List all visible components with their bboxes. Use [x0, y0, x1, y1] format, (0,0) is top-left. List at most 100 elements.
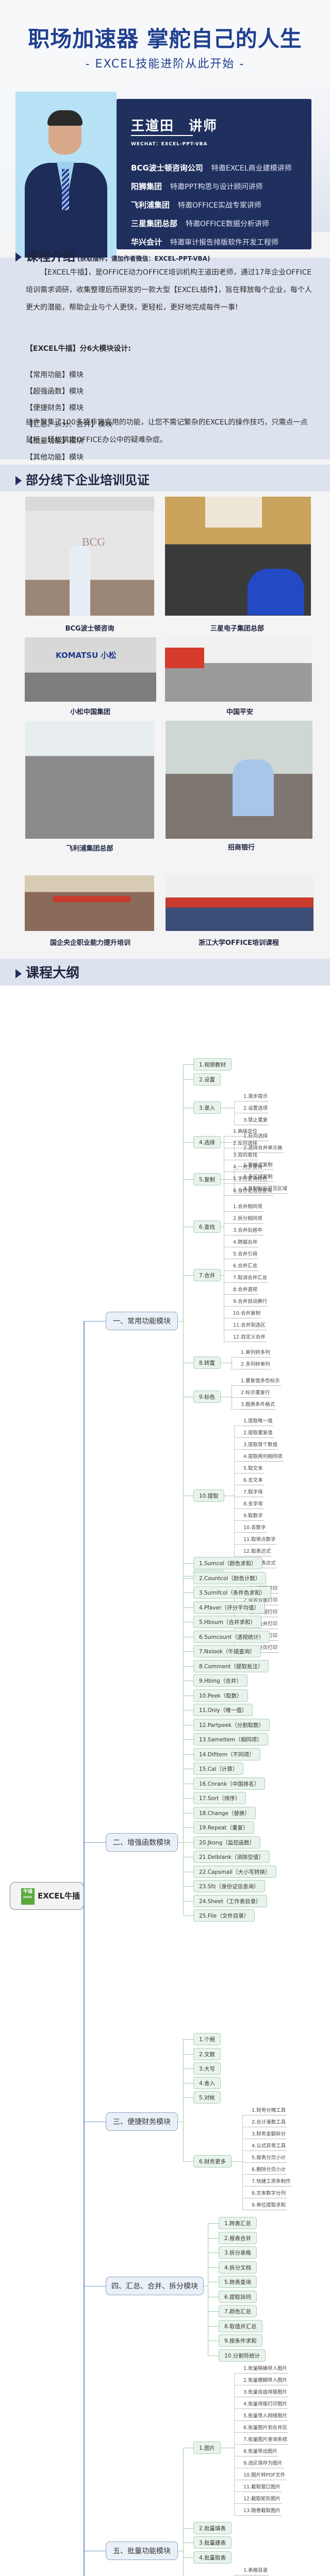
- submodule-node[interactable]: 11.Only（唯一值）: [193, 1704, 253, 1716]
- submodule-node[interactable]: 8.取值并汇总: [219, 2319, 262, 2332]
- submodule-node[interactable]: 14.Difitem（不同项）: [193, 1748, 260, 1760]
- submodule-node[interactable]: 8.Comment（提取批注）: [193, 1659, 269, 1672]
- submodule-node[interactable]: 2.报表合并: [219, 2231, 257, 2244]
- feature-item[interactable]: 7.取消合并汇总: [232, 1275, 269, 1283]
- feature-item[interactable]: 2.合计凑数工具: [251, 2119, 287, 2127]
- module-node[interactable]: 四、汇总、合并、拆分模块: [106, 2277, 204, 2295]
- feature-item[interactable]: 1.财务分摊工具: [251, 2107, 287, 2115]
- feature-item[interactable]: 2.拆分相同项: [232, 1215, 263, 1224]
- submodule-node[interactable]: 1.跨表汇总: [219, 2217, 257, 2229]
- submodule-node[interactable]: 4.拆分文档: [219, 2261, 257, 2274]
- feature-item[interactable]: 1.高级定位: [232, 1128, 259, 1137]
- submodule-node[interactable]: 20.Jkong（监控函数）: [193, 1836, 261, 1849]
- feature-item[interactable]: 4.跨越合并: [232, 1239, 259, 1247]
- submodule-node[interactable]: 1.视频教材: [193, 1058, 232, 1071]
- submodule-node[interactable]: 16.Cnrank（中国排名）: [193, 1777, 266, 1790]
- feature-item[interactable]: 11.合并到选区: [232, 1322, 267, 1330]
- submodule-node[interactable]: 10.Peek（取数）: [193, 1689, 248, 1702]
- submodule-node[interactable]: 6.提取异同: [219, 2290, 257, 2303]
- submodule-node[interactable]: 3.拆分表格: [219, 2246, 257, 2259]
- submodule-node[interactable]: 4.Pfaver（评分平均值）: [193, 1601, 265, 1614]
- submodule-node[interactable]: 15.Cal（计算）: [193, 1762, 244, 1775]
- feature-item[interactable]: 4.提取两列相同项: [242, 1453, 284, 1462]
- feature-item[interactable]: 10.图片转PDF文件: [242, 2472, 287, 2480]
- module-node[interactable]: 五、批量功能模块: [106, 2541, 178, 2560]
- feature-item[interactable]: 12.截取矩形图片: [242, 2496, 282, 2504]
- feature-item[interactable]: 3.禁止重复: [242, 1117, 269, 1125]
- submodule-node[interactable]: 2.批量填表: [193, 2522, 232, 2534]
- module-node[interactable]: 三、便捷财务模块: [106, 2112, 178, 2131]
- feature-item[interactable]: 2.选择合并单元格: [242, 1145, 284, 1153]
- submodule-node[interactable]: 17.Sort（排序）: [193, 1792, 246, 1804]
- feature-item[interactable]: 6.合并汇总: [232, 1263, 259, 1271]
- feature-item[interactable]: 6.批量图片到合并区: [242, 2425, 289, 2433]
- submodule-node[interactable]: 7.颜色汇总: [219, 2305, 257, 2317]
- submodule-node[interactable]: 6.Sumcount（透视统计）: [193, 1630, 270, 1643]
- feature-item[interactable]: 3.图表条件格式: [240, 1401, 276, 1410]
- feature-item[interactable]: 1.带格式复制: [242, 1162, 274, 1170]
- feature-item[interactable]: 4.公式异常工具: [251, 2143, 287, 2151]
- feature-item[interactable]: 3.合并后居中: [232, 1227, 263, 1235]
- feature-item[interactable]: 5.取文本: [242, 1465, 264, 1473]
- feature-item[interactable]: 11.取带点数字: [242, 1536, 277, 1545]
- submodule-node[interactable]: 4.舍入: [193, 2077, 221, 2089]
- feature-item[interactable]: 6.去文本: [242, 1477, 264, 1485]
- submodule-node[interactable]: 3.批量建表: [193, 2536, 232, 2549]
- feature-item[interactable]: 8.合并透视: [232, 1286, 259, 1295]
- feature-item[interactable]: 2.多列转单列: [240, 1361, 271, 1369]
- feature-item[interactable]: 1.逐步提示: [242, 1093, 269, 1101]
- feature-item[interactable]: 4.一对多查询: [232, 1164, 263, 1172]
- feature-item[interactable]: 1.表格目录: [242, 2567, 269, 2575]
- submodule-node[interactable]: 9.标色: [193, 1391, 221, 1403]
- feature-item[interactable]: 7.取字母: [242, 1489, 264, 1497]
- feature-item[interactable]: 1.提取唯一值: [242, 1418, 274, 1426]
- submodule-node[interactable]: 25.File（文件目录）: [193, 1909, 255, 1922]
- feature-item[interactable]: 3.财务金额拆分: [251, 2131, 287, 2139]
- submodule-node[interactable]: 1.Sumcol（颜色求和）: [193, 1557, 262, 1569]
- submodule-node[interactable]: 9.按条件求和: [219, 2334, 262, 2347]
- submodule-node[interactable]: 3.大写: [193, 2062, 221, 2075]
- submodule-node[interactable]: 10.分割符统计: [219, 2349, 266, 2362]
- feature-item[interactable]: 6.删除分页小计: [251, 2166, 287, 2175]
- feature-item[interactable]: 12.取表达式: [242, 1548, 272, 1556]
- submodule-node[interactable]: 19.Repeat（重复）: [193, 1821, 254, 1834]
- submodule-node[interactable]: 10.提取: [193, 1489, 224, 1502]
- feature-item[interactable]: 5.报表分页小计: [251, 2155, 287, 2163]
- feature-item[interactable]: 11.截取窗口图片: [242, 2484, 282, 2492]
- submodule-node[interactable]: 5.复制: [193, 1173, 221, 1185]
- feature-item[interactable]: 8.去字母: [242, 1501, 264, 1509]
- submodule-node[interactable]: 4.选择: [193, 1136, 221, 1148]
- submodule-node[interactable]: 8.转置: [193, 1357, 221, 1369]
- submodule-node[interactable]: 21.Delblank（消除空值）: [193, 1851, 270, 1863]
- feature-item[interactable]: 8.文本数字分列: [251, 2190, 287, 2198]
- submodule-node[interactable]: 3.录入: [193, 1101, 221, 1114]
- submodule-node[interactable]: 3.Sumifcol（条件色求和）: [193, 1586, 271, 1599]
- feature-item[interactable]: 2.提取重复值: [242, 1430, 274, 1438]
- submodule-node[interactable]: 6.查找: [193, 1221, 221, 1233]
- submodule-node[interactable]: 24.Sheet（工作表目录）: [193, 1894, 267, 1907]
- feature-item[interactable]: 10.去数字: [242, 1524, 267, 1533]
- feature-item[interactable]: 4.批量排版打印图片: [242, 2401, 289, 2409]
- feature-item[interactable]: 9.取数字: [242, 1513, 264, 1521]
- feature-item[interactable]: 3.批量自由排版图片: [242, 2389, 289, 2397]
- feature-item[interactable]: 3.双向查找: [232, 1152, 259, 1160]
- submodule-node[interactable]: 7.Nxlook（牛插查询）: [193, 1645, 261, 1657]
- submodule-node[interactable]: 18.Change（替换）: [193, 1806, 256, 1819]
- feature-item[interactable]: 13.随意截取图片: [242, 2507, 282, 2516]
- feature-item[interactable]: 9.合并自动换行: [232, 1298, 269, 1307]
- feature-item[interactable]: 3.复制粘贴可见区域: [242, 1185, 289, 1194]
- submodule-node[interactable]: 9.Hbing（合并）: [193, 1674, 248, 1687]
- submodule-node[interactable]: 2.设置: [193, 1073, 221, 1086]
- feature-item[interactable]: 5.字符查询标色: [232, 1176, 269, 1184]
- feature-item[interactable]: 10.合并复制: [232, 1310, 262, 1318]
- feature-item[interactable]: 2.批量模糊导入图片: [242, 2377, 289, 2385]
- feature-item[interactable]: 2.设置选项: [242, 1105, 269, 1113]
- feature-item[interactable]: 9.单位提取求和: [251, 2202, 287, 2210]
- feature-item[interactable]: 8.批量导出图片: [242, 2448, 279, 2456]
- submodule-node[interactable]: 5.跨表查询: [219, 2276, 257, 2288]
- feature-item[interactable]: 12.自定义合并: [232, 1334, 267, 1342]
- module-node[interactable]: 二、增强函数模块: [106, 1833, 178, 1852]
- submodule-node[interactable]: 23.Sfz（身份证信息询）: [193, 1880, 265, 1892]
- feature-item[interactable]: 1.合并相同项: [232, 1204, 263, 1212]
- feature-item[interactable]: 1.批量精确导入图片: [242, 2365, 289, 2374]
